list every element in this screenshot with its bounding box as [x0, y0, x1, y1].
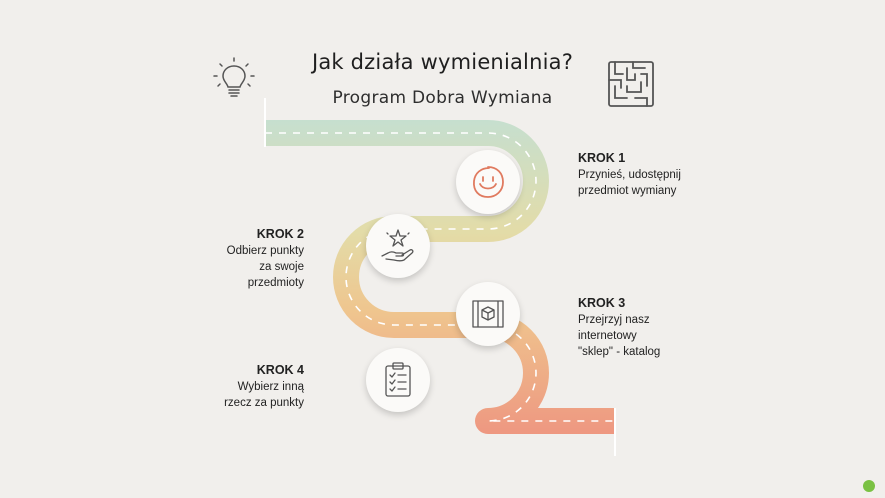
page-subtitle: Program Dobra Wymiana: [332, 88, 553, 108]
step-2-line-1: Odbierz punkty: [226, 245, 304, 257]
step-2-text: KROK 2 Odbierz punkty za swoje przedmiot…: [227, 226, 304, 291]
step-1-circle: [456, 150, 520, 214]
watermark-logo: [863, 480, 875, 492]
step-2-line-3: przedmioty: [247, 277, 304, 289]
clipboard-checklist-icon: [385, 362, 411, 397]
step-3-heading: KROK 3: [578, 296, 626, 310]
box-map-icon: [472, 300, 504, 328]
smiley-icon: [473, 166, 504, 198]
page-title: Jak działa wymienialnia?: [311, 50, 574, 74]
step-4-circle: [366, 348, 430, 412]
lightbulb-icon: [213, 57, 255, 97]
maze-icon: [608, 61, 654, 107]
step-3-line-1: Przejrzyj nasz: [578, 314, 650, 326]
logo-icon: [863, 480, 875, 492]
step-3-circle: [456, 282, 520, 346]
step-4-text: KROK 4 Wybierz inną rzecz za punkty: [224, 362, 304, 411]
step-1-line-2: przedmiot wymiany: [578, 185, 677, 197]
step-3-text: KROK 3 Przejrzyj nasz internetowy "sklep…: [578, 295, 660, 360]
step-3-line-3: "sklep" - katalog: [578, 346, 661, 358]
step-2-heading: KROK 2: [256, 227, 304, 241]
step-1-heading: KROK 1: [578, 151, 626, 165]
step-4-line-1: Wybierz inną: [237, 381, 304, 393]
road-band: [265, 120, 615, 434]
step-1-line-1: Przynieś, udostępnij: [578, 169, 681, 181]
step-3-line-2: internetowy: [578, 330, 637, 342]
step-4-line-2: rzecz za punkty: [224, 397, 304, 409]
step-1-text: KROK 1 Przynieś, udostępnij przedmiot wy…: [578, 150, 681, 199]
step-2-line-2: za swoje: [259, 261, 304, 273]
hand-star-icon: [381, 229, 414, 262]
step-4-heading: KROK 4: [256, 363, 304, 377]
road-dashes: [265, 132, 615, 422]
step-2-circle: [366, 214, 430, 278]
